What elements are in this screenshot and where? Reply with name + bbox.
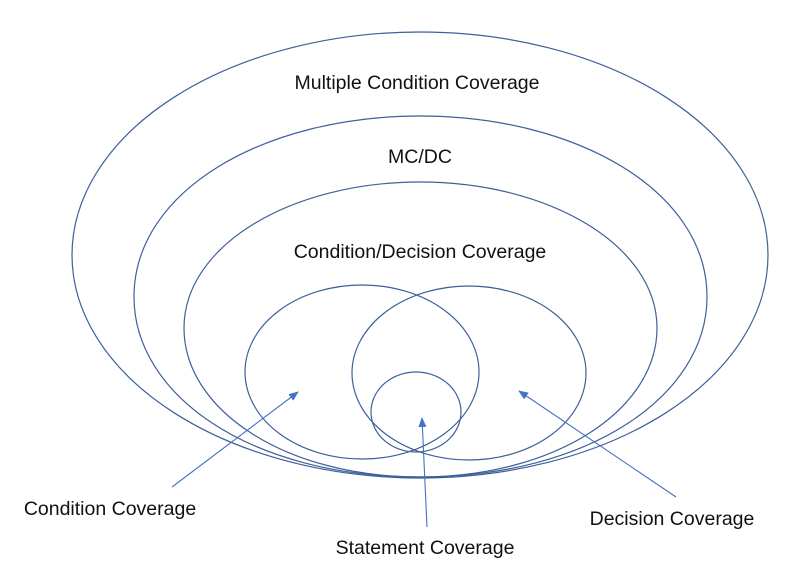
statement-coverage-label: Statement Coverage	[336, 537, 515, 559]
mcdc-label: MC/DC	[388, 146, 452, 168]
statement-coverage-arrow	[418, 417, 428, 528]
decision-coverage-arrow	[518, 390, 677, 498]
condition-decision-coverage-label: Condition/Decision Coverage	[294, 241, 547, 263]
condition-decision-coverage-ring	[183, 181, 658, 478]
condition-coverage-arrow	[171, 391, 299, 488]
mcdc-ring	[133, 115, 708, 478]
condition-coverage-ring	[244, 284, 480, 460]
multiple-condition-coverage-label: Multiple Condition Coverage	[295, 72, 540, 94]
multiple-condition-coverage-ring	[71, 31, 769, 479]
condition-coverage-label: Condition Coverage	[24, 498, 196, 520]
decision-coverage-label: Decision Coverage	[590, 508, 755, 530]
statement-coverage-ring	[370, 371, 462, 453]
decision-coverage-ring	[351, 285, 587, 461]
